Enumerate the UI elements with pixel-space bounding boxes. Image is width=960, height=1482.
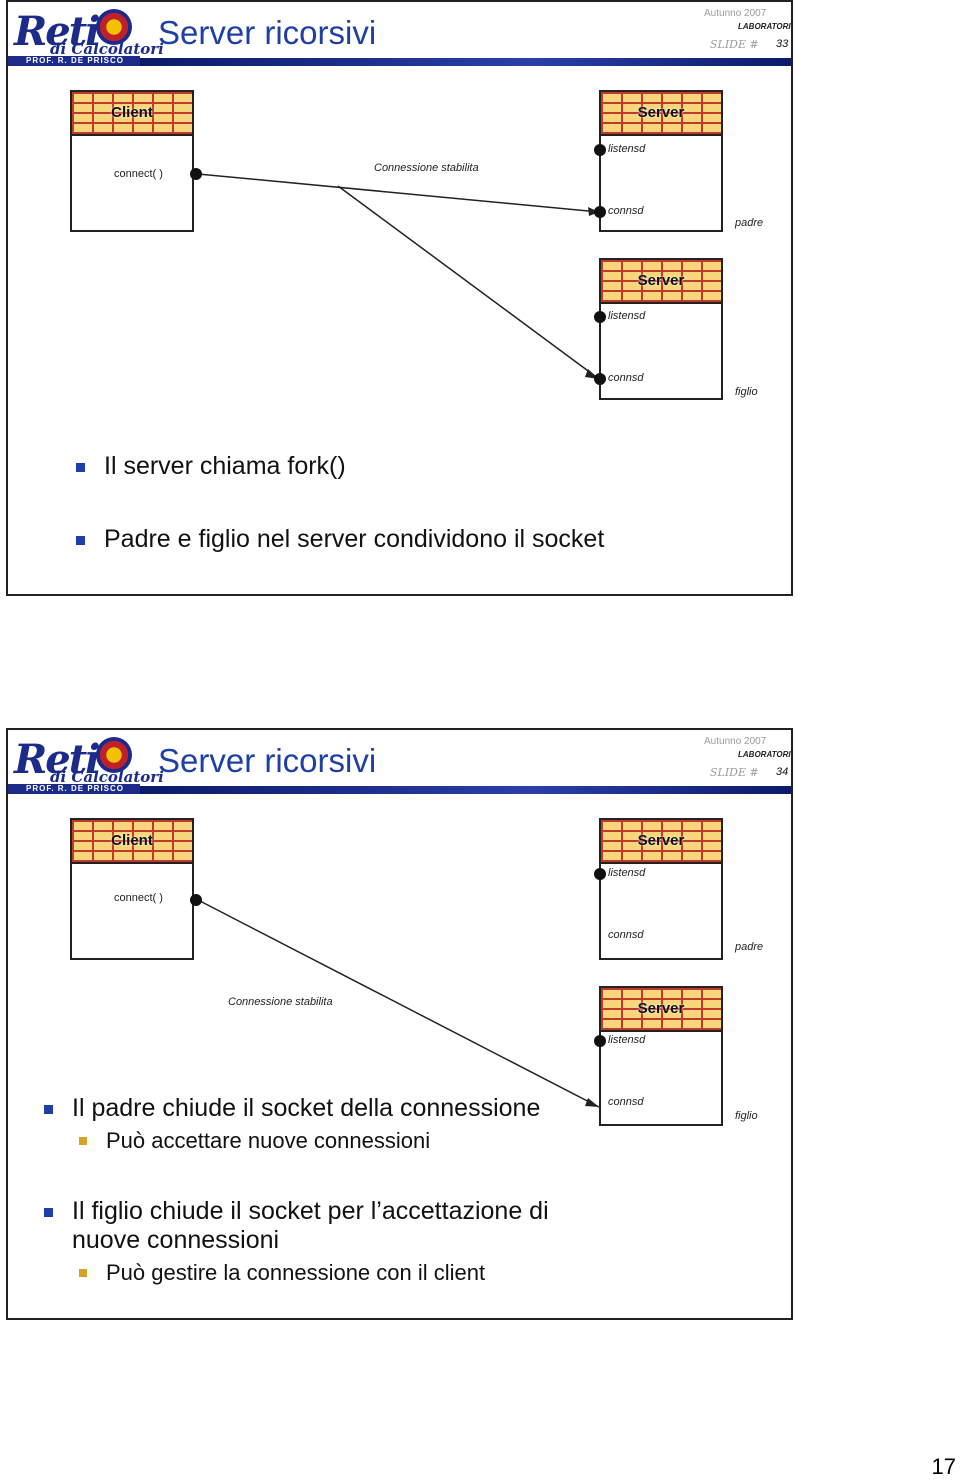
listensd-dot (594, 311, 606, 323)
client-socket-dot (190, 168, 202, 180)
listensd-dot (594, 144, 606, 156)
reti-logo: Reti di Calcolatori (10, 734, 164, 792)
connsd-dot (594, 206, 606, 218)
slide-header: Reti di Calcolatori PROF. R. DE PRISCO S… (8, 730, 791, 794)
parent-label: padre (735, 941, 764, 953)
listensd-label: listensd (608, 310, 646, 322)
lab-label: LABORATORIO (738, 22, 793, 31)
bullet-line: nuove connessioni (72, 1226, 280, 1254)
university-seal-icon (96, 9, 132, 45)
header-bar (140, 786, 791, 794)
connection-lines (197, 899, 600, 1108)
bullet-list: Il server chiama fork() Padre e figlio n… (74, 452, 604, 554)
listensd-dot (594, 1035, 606, 1047)
line-client-child (337, 185, 600, 380)
logo-calcolatori-text: di Calcolatori (50, 768, 164, 786)
firewall-bricks: Server (601, 92, 721, 136)
server-label: Server (637, 1000, 685, 1017)
firewall-bricks: Server (601, 820, 721, 864)
server-child-box: Server (599, 986, 723, 1126)
client-socket-dot (190, 894, 202, 906)
firewall-bricks: Client (72, 820, 192, 864)
slide-number: 34 (776, 766, 789, 778)
connect-label: connect( ) (114, 168, 163, 180)
bullet-item: Il server chiama fork() (74, 452, 604, 481)
logo-reti-text: Reti (14, 8, 100, 55)
listensd-label: listensd (608, 867, 646, 879)
lab-label: LABORATORIO (738, 750, 793, 759)
page-number: 17 (931, 1454, 956, 1479)
client-box: Client (70, 818, 194, 960)
reti-logo: Reti di Calcolatori (10, 6, 164, 64)
connection-label: Connessione stabilita (228, 996, 333, 1008)
connect-label: connect( ) (114, 892, 163, 904)
season-label: Autunno 2007 (704, 8, 767, 19)
bullet-item: Il figlio chiude il socket per l’accetta… (42, 1197, 549, 1255)
client-box: Client (70, 90, 194, 232)
slide-number: 33 (776, 38, 789, 50)
arrowhead-child (585, 1098, 599, 1107)
slide-title: Server ricorsivi (158, 14, 377, 51)
server-label: Server (637, 832, 685, 849)
server-label: Server (637, 104, 685, 121)
connsd-label: connsd (608, 929, 644, 941)
slide-header: Reti di Calcolatori PROF. R. DE PRISCO S… (8, 2, 791, 66)
slide-number-label: SLIDE # (710, 38, 759, 51)
line-client-child (197, 899, 600, 1108)
slide-34: Reti di Calcolatori PROF. R. DE PRISCO S… (6, 728, 793, 1320)
child-label: figlio (735, 1110, 758, 1122)
firewall-bricks: Server (601, 988, 721, 1032)
connection-lines (197, 173, 600, 380)
listensd-label: listensd (608, 1034, 646, 1046)
sub-bullet-item: Può gestire la connessione con il client (42, 1259, 549, 1287)
bullet-list: Il padre chiude il socket della connessi… (42, 1094, 549, 1287)
connsd-label: connsd (608, 372, 644, 384)
server-parent-box: Server (599, 90, 723, 232)
slide-title: Server ricorsivi (158, 742, 377, 779)
connsd-dot (594, 373, 606, 385)
connection-label: Connessione stabilita (374, 162, 479, 174)
connsd-label: connsd (608, 205, 644, 217)
firewall-bricks: Client (72, 92, 192, 136)
firewall-bricks: Server (601, 260, 721, 304)
client-label: Client (111, 104, 153, 121)
listensd-label: listensd (608, 143, 646, 155)
listensd-dot (594, 868, 606, 880)
bullet-item: Il padre chiude il socket della connessi… (42, 1094, 549, 1123)
server-child-box: Server (599, 258, 723, 400)
logo-calcolatori-text: di Calcolatori (50, 40, 164, 58)
bullet-item: Padre e figlio nel server condividono il… (74, 525, 604, 554)
slide-number-label: SLIDE # (710, 766, 759, 779)
child-label: figlio (735, 386, 758, 398)
connsd-label: connsd (608, 1096, 644, 1108)
arrowhead-parent (588, 207, 599, 216)
season-label: Autunno 2007 (704, 736, 767, 747)
parent-label: padre (735, 217, 764, 229)
header-bar (140, 58, 791, 66)
university-seal-icon (96, 737, 132, 773)
server-parent-box: Server (599, 818, 723, 960)
server-label: Server (637, 272, 685, 289)
professor-label: PROF. R. DE PRISCO (8, 784, 140, 794)
logo-reti-text: Reti (14, 736, 100, 783)
line-client-parent (197, 173, 600, 213)
bullet-line: Il figlio chiude il socket per l’accetta… (72, 1197, 549, 1225)
client-label: Client (111, 832, 153, 849)
professor-label: PROF. R. DE PRISCO (8, 56, 140, 66)
sub-bullet-item: Può accettare nuove connessioni (42, 1127, 549, 1155)
slide-33: Reti di Calcolatori PROF. R. DE PRISCO S… (6, 0, 793, 596)
